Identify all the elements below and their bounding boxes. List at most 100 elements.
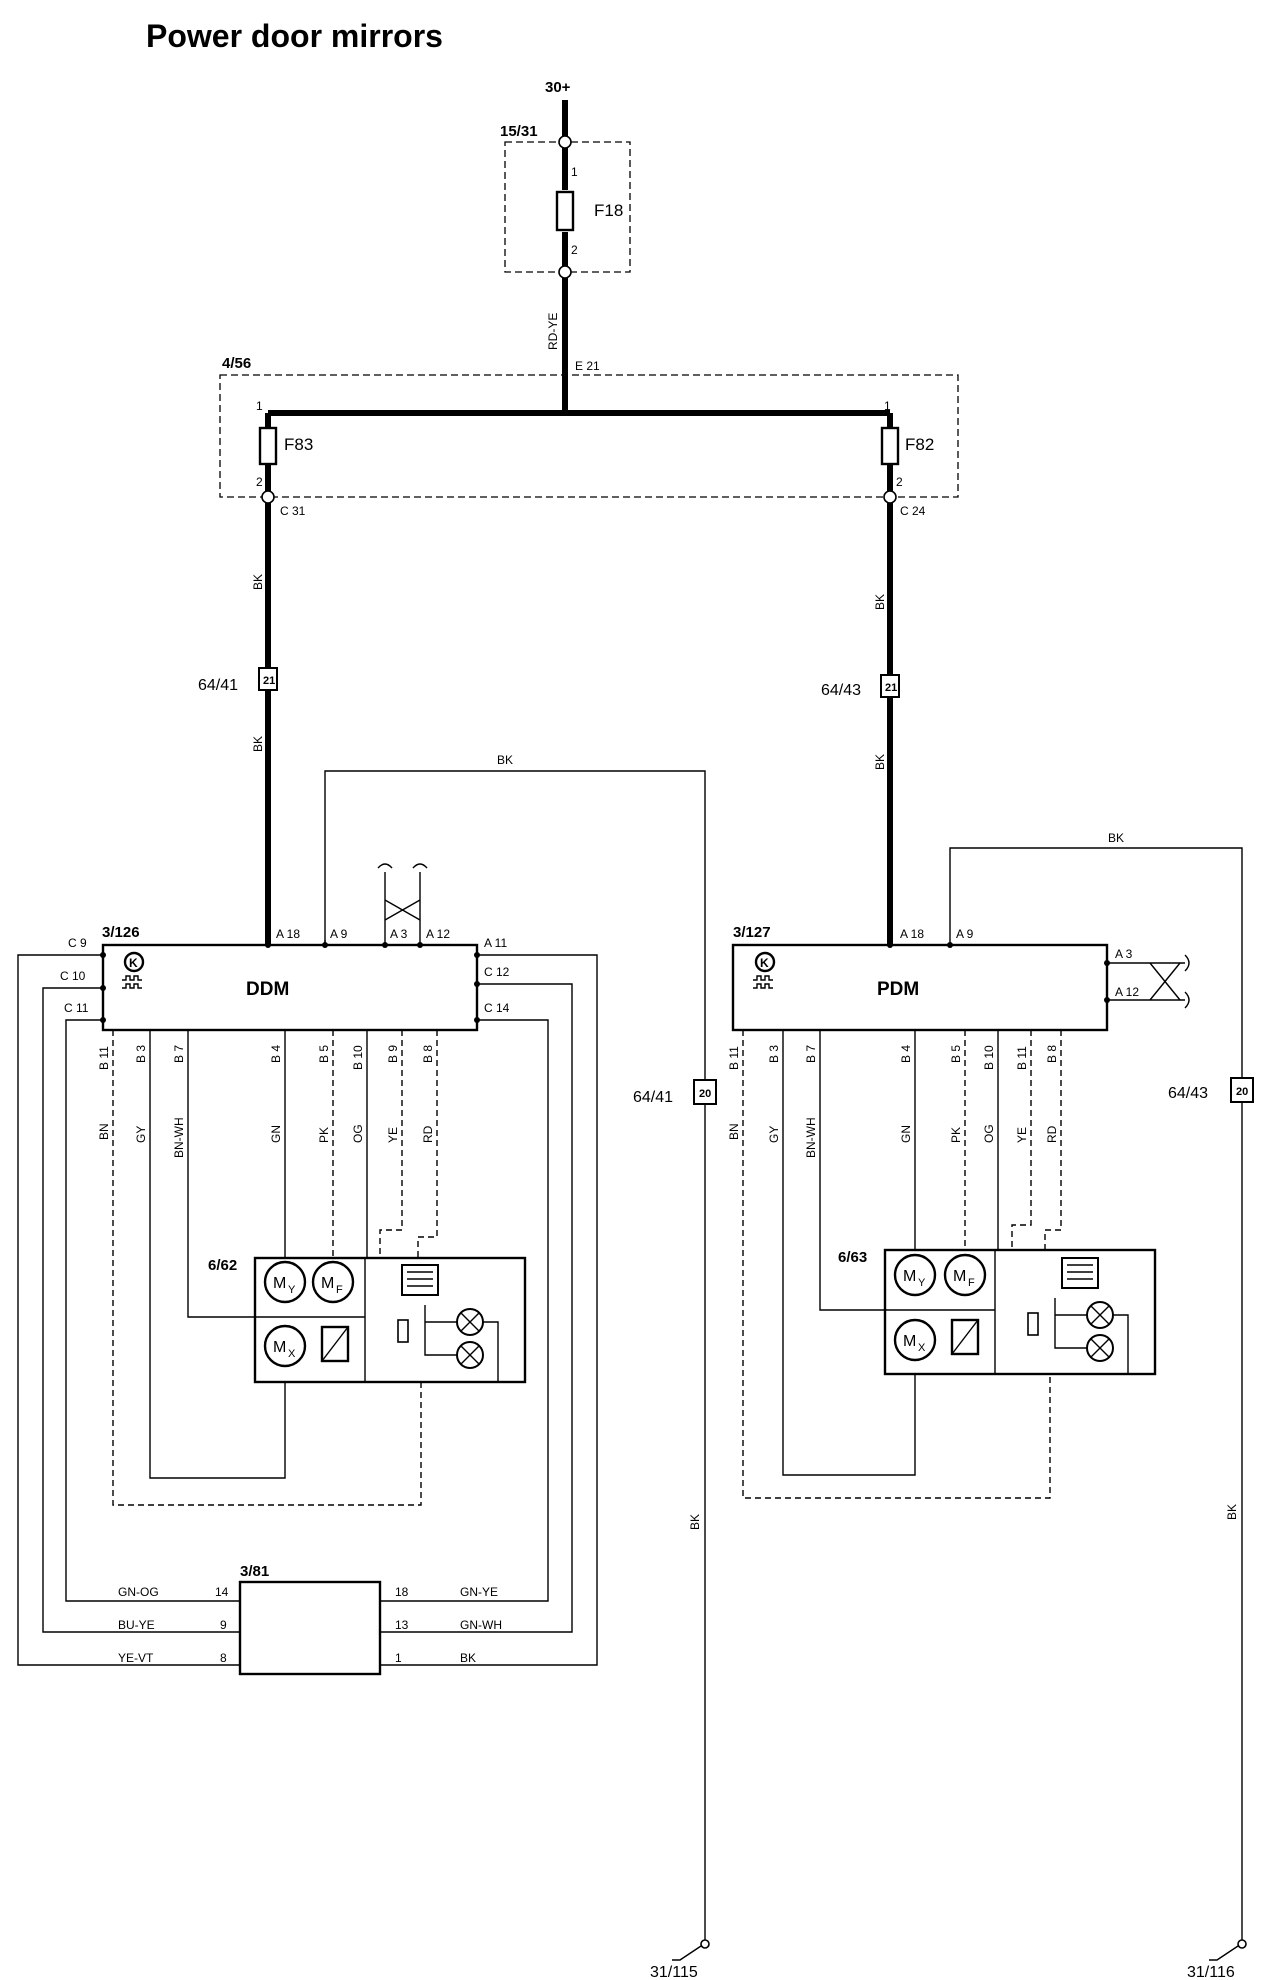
switch-wire-ye-vt: YE-VT (118, 1651, 154, 1665)
pdm-k-glyph: K (760, 956, 769, 970)
pdm-pin-a9: A 9 (956, 927, 974, 941)
splice-64-41-supply (258, 667, 278, 691)
ddm-pin-b7: B 7 (172, 1045, 186, 1063)
mirror-left-memory-icon (401, 1264, 439, 1296)
pdm-ground-wire-label: BK (1108, 831, 1124, 845)
splice-64-43-supply-label: 64/43 (821, 682, 861, 699)
switch-wire-bu-ye: BU-YE (118, 1618, 155, 1632)
e21-connector-label: E 21 (575, 359, 600, 373)
fusebox-15-31-label: 15/31 (500, 123, 538, 140)
mirror-right-motor-f: M (953, 1268, 966, 1285)
ground-31-116-point (1237, 1939, 1247, 1949)
pdm-ground-wire-label-2: BK (1225, 1504, 1239, 1520)
ground-31-116-label: 31/116 (1187, 1964, 1235, 1980)
ddm-wire-og: OG (351, 1124, 365, 1143)
ddm-pin-b9: B 9 (386, 1045, 400, 1063)
ddm-wire-gy: GY (134, 1126, 148, 1143)
fusebox-4-56-label: 4/56 (222, 355, 251, 372)
rd-ye-wire-label: RD-YE (546, 313, 560, 350)
mirror-left-sensor-icon (397, 1319, 409, 1343)
f82-pin-1: 1 (884, 399, 891, 413)
ddm-pin-b5: B 5 (317, 1045, 331, 1063)
switch-pin-1: 1 (395, 1651, 402, 1665)
splice-64-43-ground-label: 64/43 (1168, 1085, 1208, 1102)
ddm-pin-b8: B 8 (421, 1045, 435, 1063)
ddm-pin-c14: C 14 (484, 1001, 510, 1015)
ddm-ground-wire (324, 770, 706, 1940)
ddm-pin-c12: C 12 (484, 965, 510, 979)
switch-wire-bk: BK (460, 1651, 476, 1665)
ddm-pin-b10: B 10 (351, 1045, 365, 1070)
fusebox-4-56 (219, 374, 959, 498)
mirror-left-motor-f: M (321, 1275, 334, 1292)
pdm-pin-b8: B 8 (1045, 1045, 1059, 1063)
fuse-f82-icon (880, 426, 900, 466)
fuse-f18-icon (555, 190, 575, 232)
switch-pin-9: 9 (220, 1618, 227, 1632)
mirror-right-motor-x-icon (893, 1318, 937, 1362)
ddm-top-pins: A 18 A 9 A 3 A 12 (276, 863, 450, 945)
ddm-pin-a18: A 18 (276, 927, 300, 941)
ddm-pin-a11: A 11 (484, 936, 507, 950)
mirror-left-motor-x-icon (263, 1324, 307, 1368)
splice-64-41-ground-num: 20 (699, 1088, 711, 1100)
ddm-wire-pk: PK (317, 1127, 331, 1143)
switch-pin-14: 14 (215, 1585, 229, 1599)
ddm-wire-rd: RD (421, 1125, 435, 1143)
pdm-pin-b4: B 4 (899, 1045, 913, 1063)
ddm-ground-wire-label-2: BK (688, 1514, 702, 1530)
supply-label: 30+ (545, 79, 571, 96)
c24-connector-label: C 24 (900, 504, 926, 518)
ddm-bus-icon (122, 975, 142, 989)
ground-31-116-symbol (1209, 1945, 1239, 1961)
c31-connector-label: C 31 (280, 504, 306, 518)
pdm-ref: 3/127 (733, 924, 771, 941)
pdm-pin-b3: B 3 (767, 1045, 781, 1063)
f83-pin-1: 1 (256, 399, 263, 413)
c24-connector (883, 490, 897, 504)
ddm-bottom-wiring: B 11 B 3 B 7 B 4 B 5 B 10 B 9 B 8 BN GY … (97, 1030, 438, 1506)
ddm-supply-wire-label-2: BK (251, 736, 265, 752)
mirror-right-motor-f-icon (943, 1253, 987, 1297)
pdm-module (731, 943, 1109, 1032)
ddm-wire-gn: GN (269, 1125, 283, 1143)
mirror-left-ref: 6/62 (208, 1257, 237, 1274)
pdm-pin-b10: B 10 (982, 1045, 996, 1070)
ddm-pin-b4: B 4 (269, 1045, 283, 1063)
ddm-pin-b3: B 3 (134, 1045, 148, 1063)
ddm-switch-wiring (17, 954, 598, 1666)
mirror-right-motor-y: M (903, 1268, 916, 1285)
ddm-wire-bn: BN (97, 1123, 111, 1140)
ddm-module (101, 943, 479, 1032)
splice-64-43-ground-num: 20 (1236, 1086, 1248, 1098)
pdm-pin-a12: A 12 (1115, 985, 1139, 999)
ddm-pin-a9: A 9 (330, 927, 348, 941)
fuse-f18-label: F18 (594, 201, 623, 220)
c31-connector (261, 490, 275, 504)
mirror-left-motor-y-icon (263, 1260, 307, 1304)
ddm-wire-bn-wh: BN-WH (172, 1117, 186, 1158)
ddm-k-glyph: K (129, 956, 138, 970)
splice-64-43-supply (880, 674, 900, 698)
mirror-left-motor-x: M (273, 1339, 286, 1356)
mirror-right-sensor-icon (1027, 1312, 1039, 1336)
pdm-wire-pk: PK (949, 1127, 963, 1143)
ground-31-115-label: 31/115 (650, 1964, 698, 1980)
switch-wire-gn-wh: GN-WH (460, 1618, 502, 1632)
pdm-wire-ye: YE (1015, 1127, 1029, 1143)
pdm-pin-a3: A 3 (1115, 947, 1133, 961)
fusebox-15-31-exit (558, 265, 572, 279)
pdm-wire-gy: GY (767, 1126, 781, 1143)
pdm-pin-a18: A 18 (900, 927, 924, 941)
switch-pin-13: 13 (395, 1618, 409, 1632)
mirror-switch (238, 1580, 382, 1676)
f82-pin-2: 2 (896, 475, 903, 489)
ddm-pin-c11: C 11 (64, 1001, 89, 1015)
mirror-right-ref: 6/63 (838, 1249, 867, 1266)
pdm-pin-b11-b: B 11 (1015, 1046, 1029, 1070)
splice-64-43-ground (1230, 1077, 1254, 1103)
fuse-f83-label: F83 (284, 435, 313, 454)
splice-64-43-supply-num: 21 (885, 682, 897, 694)
ddm-name: DDM (246, 979, 289, 1000)
